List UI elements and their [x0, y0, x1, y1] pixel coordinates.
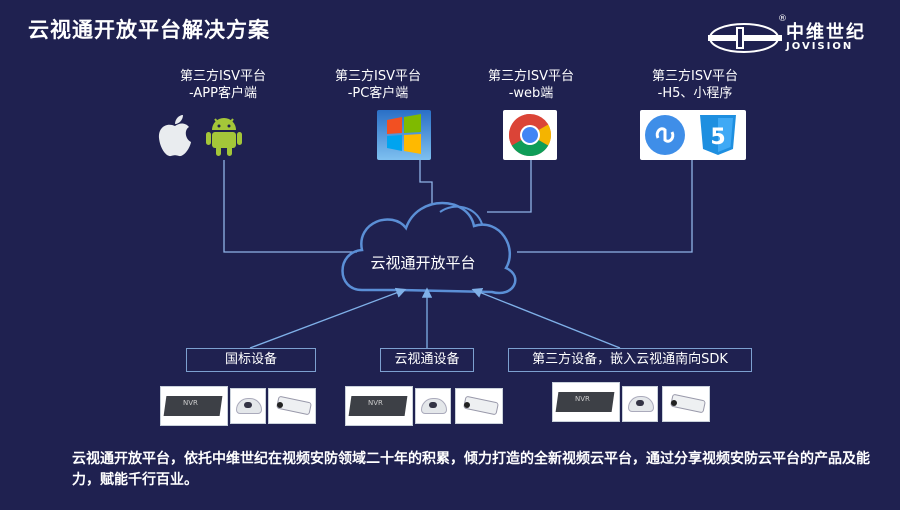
- chrome-icon: [503, 110, 557, 160]
- device-images-third-party: NVR: [552, 382, 722, 422]
- device-group-third-party-label: 第三方设备，嵌入云视通南向SDK: [508, 348, 752, 372]
- jovision-logo: ® 中维世纪 JOVISION: [706, 14, 886, 58]
- device-images-gb: NVR: [160, 386, 320, 426]
- device-group-gb-label: 国标设备: [186, 348, 316, 372]
- connector-pc: [419, 160, 433, 204]
- nvr-image: NVR: [345, 386, 413, 426]
- page-title: 云视通开放平台解决方案: [28, 18, 270, 42]
- client-web-line1: 第三方ISV平台: [488, 69, 574, 84]
- connector-h5: [517, 160, 693, 253]
- client-app-label: 第三方ISV平台 -APP客户端: [148, 68, 298, 102]
- cloud-platform-label: 云视通开放平台: [370, 254, 476, 272]
- client-pc-line1: 第三方ISV平台: [335, 69, 421, 84]
- html5-icon-text: 5: [710, 125, 725, 150]
- bullet-camera-image: [455, 388, 503, 424]
- arrow-gb-devices: [249, 287, 407, 349]
- miniprogram-icon: [645, 115, 685, 155]
- arrow-third-party-devices: [471, 288, 621, 349]
- bullet-camera-image: [662, 386, 710, 422]
- client-web-line2: -web端: [508, 86, 554, 101]
- cloud-shape: [341, 201, 517, 295]
- dome-camera-image: [622, 386, 658, 422]
- client-app-line2: -APP客户端: [189, 86, 257, 101]
- windows-icon: [377, 110, 431, 160]
- client-pc-line2: -PC客户端: [347, 86, 409, 101]
- client-h5-line1: 第三方ISV平台: [652, 69, 738, 84]
- h5-miniprogram-tile: 5: [640, 110, 746, 160]
- nvr-image: NVR: [160, 386, 228, 426]
- nvr-image: NVR: [552, 382, 620, 422]
- client-app-line1: 第三方ISV平台: [180, 69, 266, 84]
- connector-web: [487, 160, 532, 213]
- connector-app: [223, 160, 357, 253]
- dome-camera-image: [230, 388, 266, 424]
- nvr-label: NVR: [183, 399, 198, 407]
- client-pc-label: 第三方ISV平台 -PC客户端: [303, 68, 453, 102]
- bullet-camera-image: [268, 388, 316, 424]
- client-h5-line2: -H5、小程序: [657, 86, 733, 101]
- jovision-logo-mark: [708, 23, 782, 53]
- nvr-label: NVR: [368, 399, 383, 407]
- apple-icon: [158, 115, 191, 157]
- device-group-cloudsee-label: 云视通设备: [380, 348, 474, 372]
- device-images-cloudsee: NVR: [345, 386, 515, 426]
- logo-chinese-name: 中维世纪: [786, 22, 866, 43]
- platform-description: 云视通开放平台，依托中维世纪在视频安防领域二十年的积累，倾力打造的全新视频云平台…: [72, 451, 870, 488]
- dome-camera-image: [415, 388, 451, 424]
- client-web-label: 第三方ISV平台 -web端: [456, 68, 606, 102]
- android-icon: [206, 118, 242, 156]
- logo-english-name: JOVISION: [786, 41, 854, 52]
- client-h5-label: 第三方ISV平台 -H5、小程序: [620, 68, 770, 102]
- registered-mark: ®: [778, 14, 787, 24]
- nvr-label: NVR: [575, 395, 590, 403]
- html5-icon: 5: [700, 115, 736, 155]
